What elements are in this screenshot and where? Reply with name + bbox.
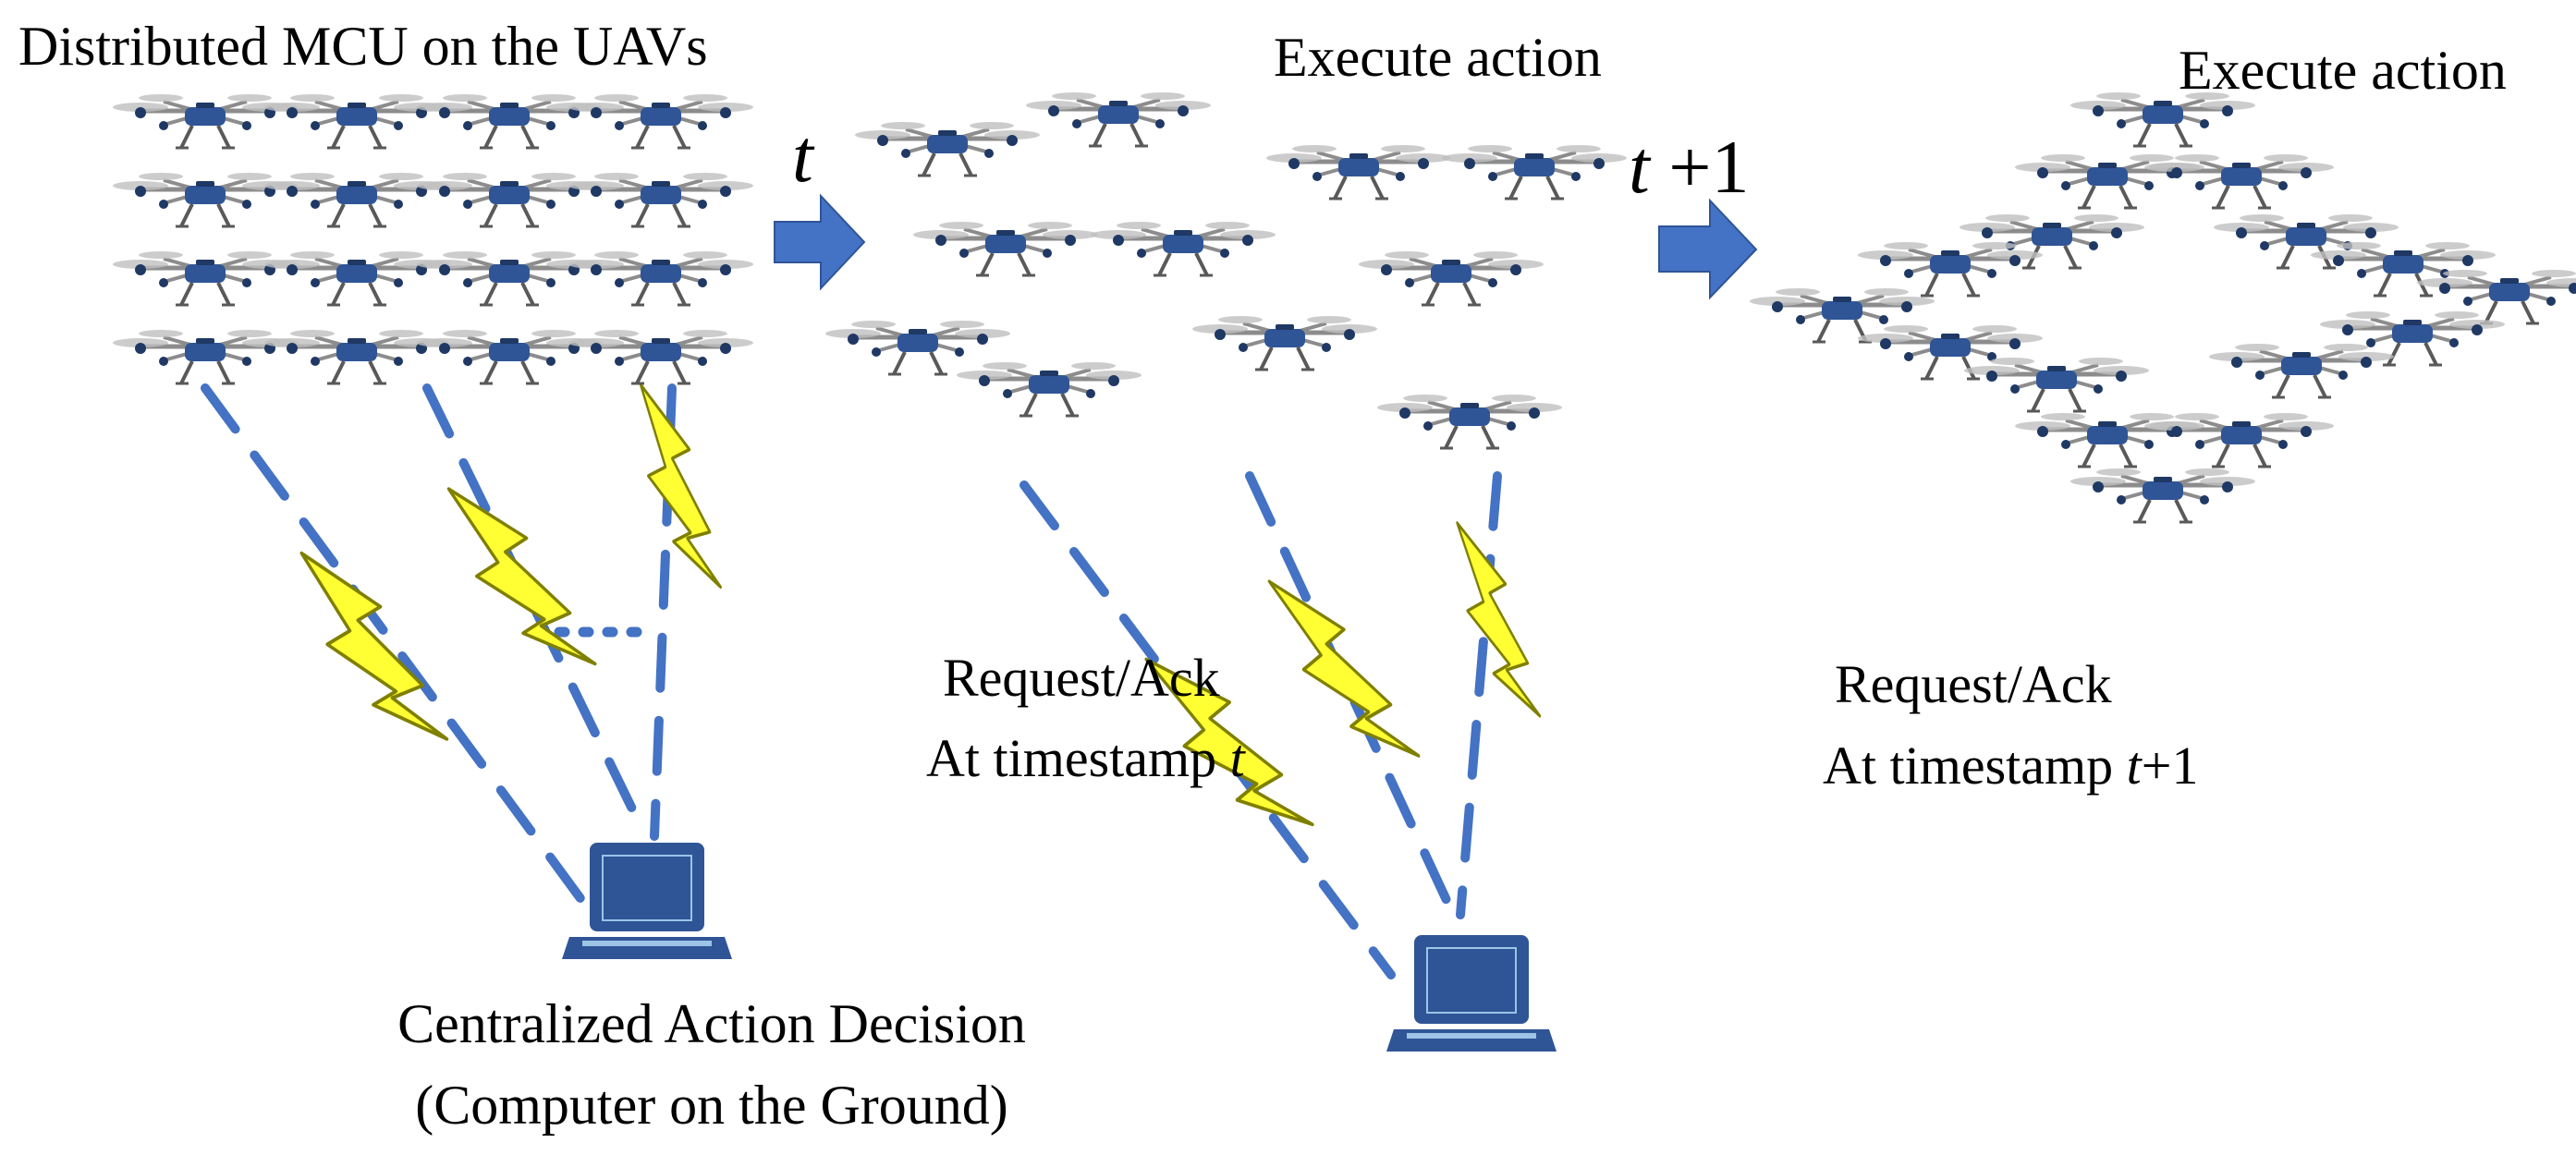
drone-icon — [568, 251, 753, 305]
drone-icon — [568, 94, 753, 148]
drone-formation — [1750, 92, 2576, 522]
drone-icon — [113, 251, 298, 305]
drone-icon — [1266, 145, 1451, 199]
timestamp-label-1: At timestamp t — [926, 732, 1245, 785]
drone-icon — [264, 94, 449, 148]
laptop-icon — [1386, 934, 1557, 1052]
timestamp-prefix: At timestamp — [1823, 736, 2127, 796]
laptop-icon — [561, 842, 733, 960]
step-label-t: t — [792, 114, 813, 198]
lightning-icon — [1267, 552, 1421, 785]
lightning-icon — [1455, 516, 1542, 723]
request-ack-label-1: Request/Ack — [943, 648, 1220, 708]
drone-icon — [825, 321, 1010, 374]
drone-icon — [2015, 154, 2200, 208]
links-cluster-1 — [201, 383, 677, 906]
drone-icon — [568, 173, 753, 226]
title-distributed: Distributed MCU on the UAVs — [18, 16, 708, 77]
links-cluster-2 — [1019, 471, 1502, 979]
drone-grid — [113, 94, 753, 383]
lightning-icon — [639, 380, 723, 591]
drone-icon — [113, 173, 298, 226]
drone-icon — [417, 330, 602, 383]
link-line — [201, 383, 587, 906]
drone-icon — [1192, 316, 1377, 370]
step-suffix: +1 — [1649, 125, 1750, 209]
lightning-icon — [446, 463, 597, 690]
drone-icon — [913, 222, 1098, 275]
drone-icon — [855, 122, 1040, 176]
drone-icon — [264, 173, 449, 226]
lightning-icon — [299, 529, 449, 763]
drone-icon — [2149, 413, 2334, 467]
timestamp-label-2: At timestamp t+1 — [1823, 739, 2198, 793]
drone-icon — [1964, 358, 2149, 411]
drone-icon — [1442, 145, 1627, 199]
right-arrow-icon — [774, 193, 866, 291]
drone-icon — [1750, 288, 1935, 342]
drone-icon — [2070, 468, 2255, 522]
drone-icon — [1377, 395, 1562, 448]
link-line — [1245, 471, 1456, 915]
ground-computer-label: (Computer on the Ground) — [415, 1075, 1008, 1136]
title-execute-action-1: Execute action — [1274, 27, 1602, 88]
link-line — [1456, 471, 1502, 919]
drone-icon — [568, 330, 753, 383]
step-var: t — [1629, 125, 1650, 209]
timestamp-var: t — [2126, 736, 2142, 796]
drone-icon — [264, 330, 449, 383]
request-ack-label-2: Request/Ack — [1835, 654, 2112, 714]
right-arrow-icon — [1658, 198, 1758, 300]
drone-icon — [1858, 242, 2043, 296]
link-line — [1019, 480, 1396, 979]
timestamp-var: t — [1229, 728, 1245, 788]
title-execute-action-2: Execute action — [2179, 40, 2507, 101]
drone-icon — [2149, 154, 2334, 208]
step-label-t-plus-1: t +1 — [1629, 129, 1750, 205]
drone-icon — [2015, 413, 2200, 467]
drone-scatter — [825, 92, 1627, 448]
wireless-signals — [299, 380, 1542, 861]
drone-icon — [264, 251, 449, 305]
drone-icon — [1359, 251, 1544, 305]
timestamp-suffix: +1 — [2141, 736, 2199, 796]
drone-icon — [417, 173, 602, 226]
timestamp-prefix: At timestamp — [926, 728, 1230, 788]
drone-icon — [113, 94, 298, 148]
drone-icon — [1091, 222, 1276, 275]
drone-icon — [957, 362, 1141, 416]
drone-icon — [417, 251, 602, 305]
drone-icon — [1026, 92, 1211, 146]
drone-icon — [2209, 344, 2394, 397]
central-decision-label: Centralized Action Decision — [397, 993, 1026, 1054]
drone-icon — [417, 94, 602, 148]
link-line — [650, 383, 677, 841]
drone-icon — [113, 330, 298, 383]
